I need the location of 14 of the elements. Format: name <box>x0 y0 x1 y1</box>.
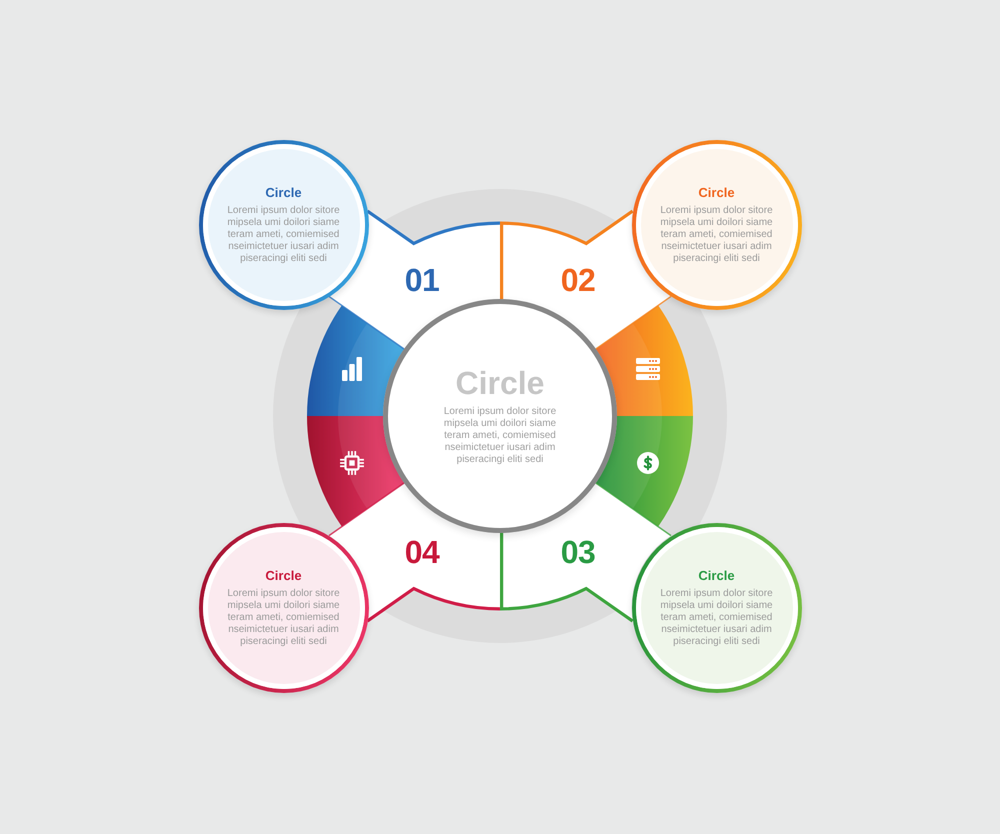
circle-text: Loremi ipsum dolor sitore mipsela umi doilori siame teram ameti, comiemised nseimictetuer iusari adim piseracingi eliti sedi <box>226 588 341 648</box>
circle-text: Loremi ipsum dolor sitore mipsela umi doilori siame teram ameti, comiemised nseimictetuer iusari adim piseracingi eliti sedi <box>226 204 341 264</box>
step-number: 02 <box>560 262 596 297</box>
circle-title: Circle <box>265 184 302 200</box>
step-number: 03 <box>560 534 596 569</box>
step-number: 01 <box>404 262 440 297</box>
circle-text: Loremi ipsum dolor sitore mipsela umi doilori siame teram ameti, comiemised nseimictetuer iusari adim piseracingi eliti sedi <box>659 204 774 264</box>
circle-text: Loremi ipsum dolor sitore mipsela umi doilori siame teram ameti, comiemised nseimictetuer iusari adim piseracingi eliti sedi <box>659 588 774 648</box>
step-number: 04 <box>404 534 440 569</box>
circle-title: Circle <box>456 366 544 400</box>
circle-title: Circle <box>698 568 735 584</box>
circle-title: Circle <box>265 568 302 584</box>
circle-title: Circle <box>698 184 735 200</box>
circle-text: Loremi ipsum dolor sitore mipsela umi doilori siame teram ameti, comiemised nseimictetuer iusari adim piseracingi eliti sedi <box>442 406 558 466</box>
